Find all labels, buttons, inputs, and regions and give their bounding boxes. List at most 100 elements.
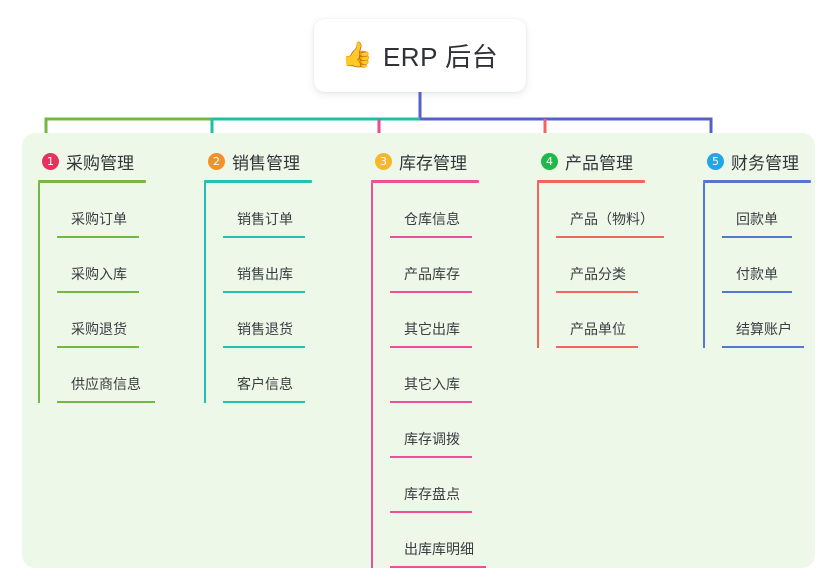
tree-leaf-rule (390, 236, 472, 238)
tree-column-5: 5 财务管理回款单付款单结算账户 (703, 146, 811, 348)
tree-leaf-label: 采购订单 (71, 211, 127, 227)
tree-leaf[interactable]: 销售退货 (223, 293, 312, 348)
tree-leaf-rule (390, 401, 472, 403)
root-node-content: 👍 ERP 后台 (342, 37, 498, 74)
tree-leaf-label: 产品分类 (570, 266, 626, 282)
column-header-2[interactable]: 2 销售管理 (204, 146, 312, 176)
tree-column-2: 2 销售管理销售订单销售出库销售退货客户信息 (204, 146, 312, 403)
tree-panel (22, 133, 815, 568)
column-spine-5 (703, 183, 705, 348)
tree-leaf[interactable]: 回款单 (722, 183, 811, 238)
column-spine-3 (371, 183, 373, 568)
tree-leaf[interactable]: 采购订单 (57, 183, 146, 238)
tree-leaf-rule (390, 566, 486, 568)
tree-leaf-rule (57, 401, 155, 403)
tree-leaf-label: 结算账户 (736, 321, 792, 337)
column-badge-5: 5 (707, 152, 724, 170)
tree-leaf[interactable]: 结算账户 (722, 293, 811, 348)
column-items-3: 仓库信息产品库存其它出库其它入库库存调拨库存盘点出库库明细 (371, 183, 486, 568)
tree-leaf-rule (556, 346, 638, 348)
tree-leaf[interactable]: 采购入库 (57, 238, 146, 293)
tree-leaf-rule (390, 456, 472, 458)
column-spine-1 (38, 183, 40, 403)
column-rule-1 (38, 180, 146, 183)
tree-leaf-label: 客户信息 (237, 376, 293, 392)
tree-leaf[interactable]: 采购退货 (57, 293, 146, 348)
column-badge-1: 1 (42, 152, 59, 170)
tree-leaf-label: 库存盘点 (404, 486, 460, 502)
column-rule-4 (537, 180, 645, 183)
column-title-4: 产品管理 (565, 153, 633, 173)
tree-leaf-label: 产品（物料） (570, 211, 654, 227)
tree-leaf-label: 其它入库 (404, 376, 460, 392)
tree-leaf-rule (223, 401, 305, 403)
tree-leaf[interactable]: 产品库存 (390, 238, 479, 293)
tree-leaf-rule (390, 291, 472, 293)
tree-leaf-label: 回款单 (736, 211, 778, 227)
column-header-1[interactable]: 1 采购管理 (38, 146, 146, 176)
root-node-card[interactable]: 👍 ERP 后台 (314, 19, 526, 92)
tree-column-3: 3 库存管理仓库信息产品库存其它出库其它入库库存调拨库存盘点出库库明细 (371, 146, 486, 568)
tree-leaf-rule (722, 291, 792, 293)
tree-leaf[interactable]: 客户信息 (223, 348, 312, 403)
column-items-4: 产品（物料） 产品分类产品单位 (537, 183, 664, 348)
tree-leaf[interactable]: 产品（物料） (556, 183, 664, 238)
tree-leaf-label: 付款单 (736, 266, 778, 282)
tree-leaf-label: 产品单位 (570, 321, 626, 337)
tree-leaf[interactable]: 产品分类 (556, 238, 645, 293)
tree-leaf-label: 采购入库 (71, 266, 127, 282)
tree-leaf[interactable]: 仓库信息 (390, 183, 479, 238)
column-badge-4: 4 (541, 152, 558, 170)
column-rule-3 (371, 180, 479, 183)
tree-leaf-label: 销售出库 (237, 266, 293, 282)
column-items-1: 采购订单采购入库采购退货供应商信息 (38, 183, 155, 403)
tree-leaf-rule (57, 346, 139, 348)
tree-leaf-rule (223, 291, 305, 293)
column-header-3[interactable]: 3 库存管理 (371, 146, 479, 176)
column-header-5[interactable]: 5 财务管理 (703, 146, 811, 176)
column-badge-3: 3 (375, 152, 392, 170)
tree-leaf[interactable]: 供应商信息 (57, 348, 155, 403)
tree-leaf[interactable]: 库存盘点 (390, 458, 479, 513)
column-title-3: 库存管理 (399, 153, 467, 173)
tree-leaf-rule (556, 291, 638, 293)
tree-leaf-label: 销售订单 (237, 211, 293, 227)
column-badge-2: 2 (208, 152, 225, 170)
tree-leaf-rule (57, 236, 139, 238)
root-node-title: ERP 后台 (382, 42, 499, 72)
tree-leaf-rule (556, 236, 664, 238)
tree-leaf-label: 其它出库 (404, 321, 460, 337)
tree-leaf[interactable]: 销售订单 (223, 183, 312, 238)
column-title-5: 财务管理 (731, 153, 799, 173)
tree-leaf-label: 销售退货 (237, 321, 293, 337)
tree-leaf-rule (390, 511, 472, 513)
column-items-2: 销售订单销售出库销售退货客户信息 (204, 183, 312, 403)
tree-leaf[interactable]: 产品单位 (556, 293, 645, 348)
tree-leaf[interactable]: 付款单 (722, 238, 811, 293)
column-items-5: 回款单付款单结算账户 (703, 183, 811, 348)
tree-leaf[interactable]: 销售出库 (223, 238, 312, 293)
tree-leaf-rule (390, 346, 472, 348)
tree-column-4: 4 产品管理产品（物料） 产品分类产品单位 (537, 146, 664, 348)
tree-leaf[interactable]: 库存调拨 (390, 403, 479, 458)
tree-leaf-label: 供应商信息 (71, 376, 141, 392)
tree-leaf-label: 采购退货 (71, 321, 127, 337)
tree-leaf-rule (223, 236, 305, 238)
tree-leaf-label: 库存调拨 (404, 431, 460, 447)
column-header-4[interactable]: 4 产品管理 (537, 146, 645, 176)
column-title-2: 销售管理 (232, 153, 300, 173)
column-rule-5 (703, 180, 811, 183)
tree-leaf-rule (223, 346, 305, 348)
thumbs-up-icon: 👍 (341, 41, 373, 69)
column-title-1: 采购管理 (66, 153, 134, 173)
tree-leaf[interactable]: 其它入库 (390, 348, 479, 403)
tree-leaf-rule (57, 291, 139, 293)
tree-leaf-rule (722, 236, 792, 238)
tree-column-1: 1 采购管理采购订单采购入库采购退货供应商信息 (38, 146, 155, 403)
column-rule-2 (204, 180, 312, 183)
tree-leaf-label: 出库库明细 (404, 541, 474, 557)
tree-leaf[interactable]: 其它出库 (390, 293, 479, 348)
tree-leaf-label: 仓库信息 (404, 211, 460, 227)
tree-leaf[interactable]: 出库库明细 (390, 513, 486, 568)
tree-leaf-label: 产品库存 (404, 266, 460, 282)
